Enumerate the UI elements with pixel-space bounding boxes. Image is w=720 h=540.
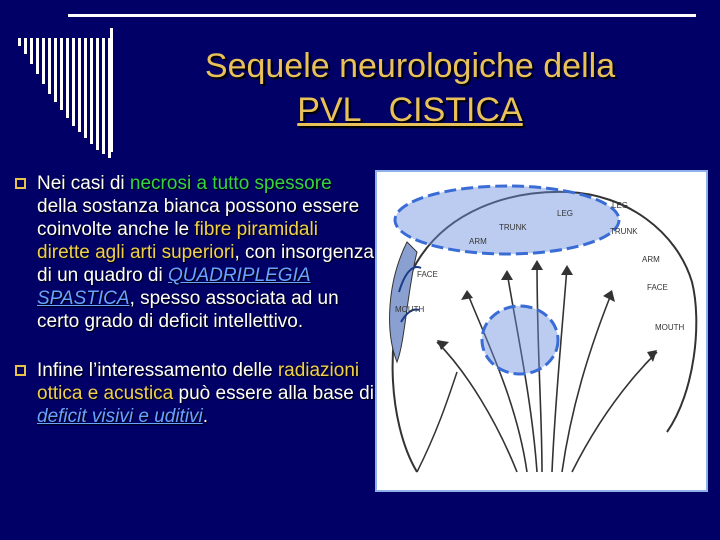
label-arm-2: ARM xyxy=(642,255,660,264)
title-line-2: PVL CISTICA xyxy=(297,91,523,129)
b2-text-radiazioni: radiazioni ottica e acustica xyxy=(37,360,360,404)
b1-text-fibre: fibre piramidali dirette agli arti super… xyxy=(37,219,318,263)
label-trunk-2: TRUNK xyxy=(610,227,638,236)
b1-text-7: , spesso associata ad un certo grado di … xyxy=(37,288,339,332)
b1-text-necrosi: necrosi a tutto spessore xyxy=(129,173,332,194)
label-face-2: FACE xyxy=(647,283,668,292)
label-face-1: FACE xyxy=(417,270,438,279)
b2-text-3: può essere alla base di xyxy=(173,383,374,404)
slide-title: Sequele neurologiche della PVL CISTICA xyxy=(150,44,670,132)
label-mouth-1: MOUTH xyxy=(395,305,425,314)
b1-text-5: , con insorgenza di un quadro di xyxy=(37,242,374,286)
bullet-list: Nei casi di necrosi a tutto spessore del… xyxy=(14,172,374,448)
square-bullet-icon xyxy=(15,365,26,376)
label-leg-2: LEG xyxy=(612,201,628,210)
label-arm-1: ARM xyxy=(469,237,487,246)
bullet-item-2: Infine l’interessamento delle radiazioni… xyxy=(14,359,374,428)
b2-text-5: . xyxy=(202,406,209,427)
b1-link-quadriplegia[interactable]: QUADRIPLEGIA SPASTICA xyxy=(37,265,311,309)
b2-link-deficit[interactable]: deficit visivi e uditivi xyxy=(37,406,203,427)
label-trunk-1: TRUNK xyxy=(499,223,527,232)
label-leg-1: LEG xyxy=(557,209,573,218)
b2-text-1: Infine l’interessamento delle xyxy=(37,360,278,381)
square-bullet-icon xyxy=(15,178,26,189)
title-line-1: Sequele neurologiche della xyxy=(204,47,616,85)
decorative-bars xyxy=(18,14,696,158)
label-mouth-2: MOUTH xyxy=(655,323,685,332)
brain-diagram: LEG TRUNK ARM FACE MOUTH LEG TRUNK ARM F… xyxy=(375,170,708,492)
bullet-item-1: Nei casi di necrosi a tutto spessore del… xyxy=(14,172,374,333)
b1-text-1: Nei casi di xyxy=(37,173,130,194)
brain-illustration: LEG TRUNK ARM FACE MOUTH LEG TRUNK ARM F… xyxy=(389,184,698,473)
b1-text-3: della sostanza bianca possono essere coi… xyxy=(37,196,360,240)
